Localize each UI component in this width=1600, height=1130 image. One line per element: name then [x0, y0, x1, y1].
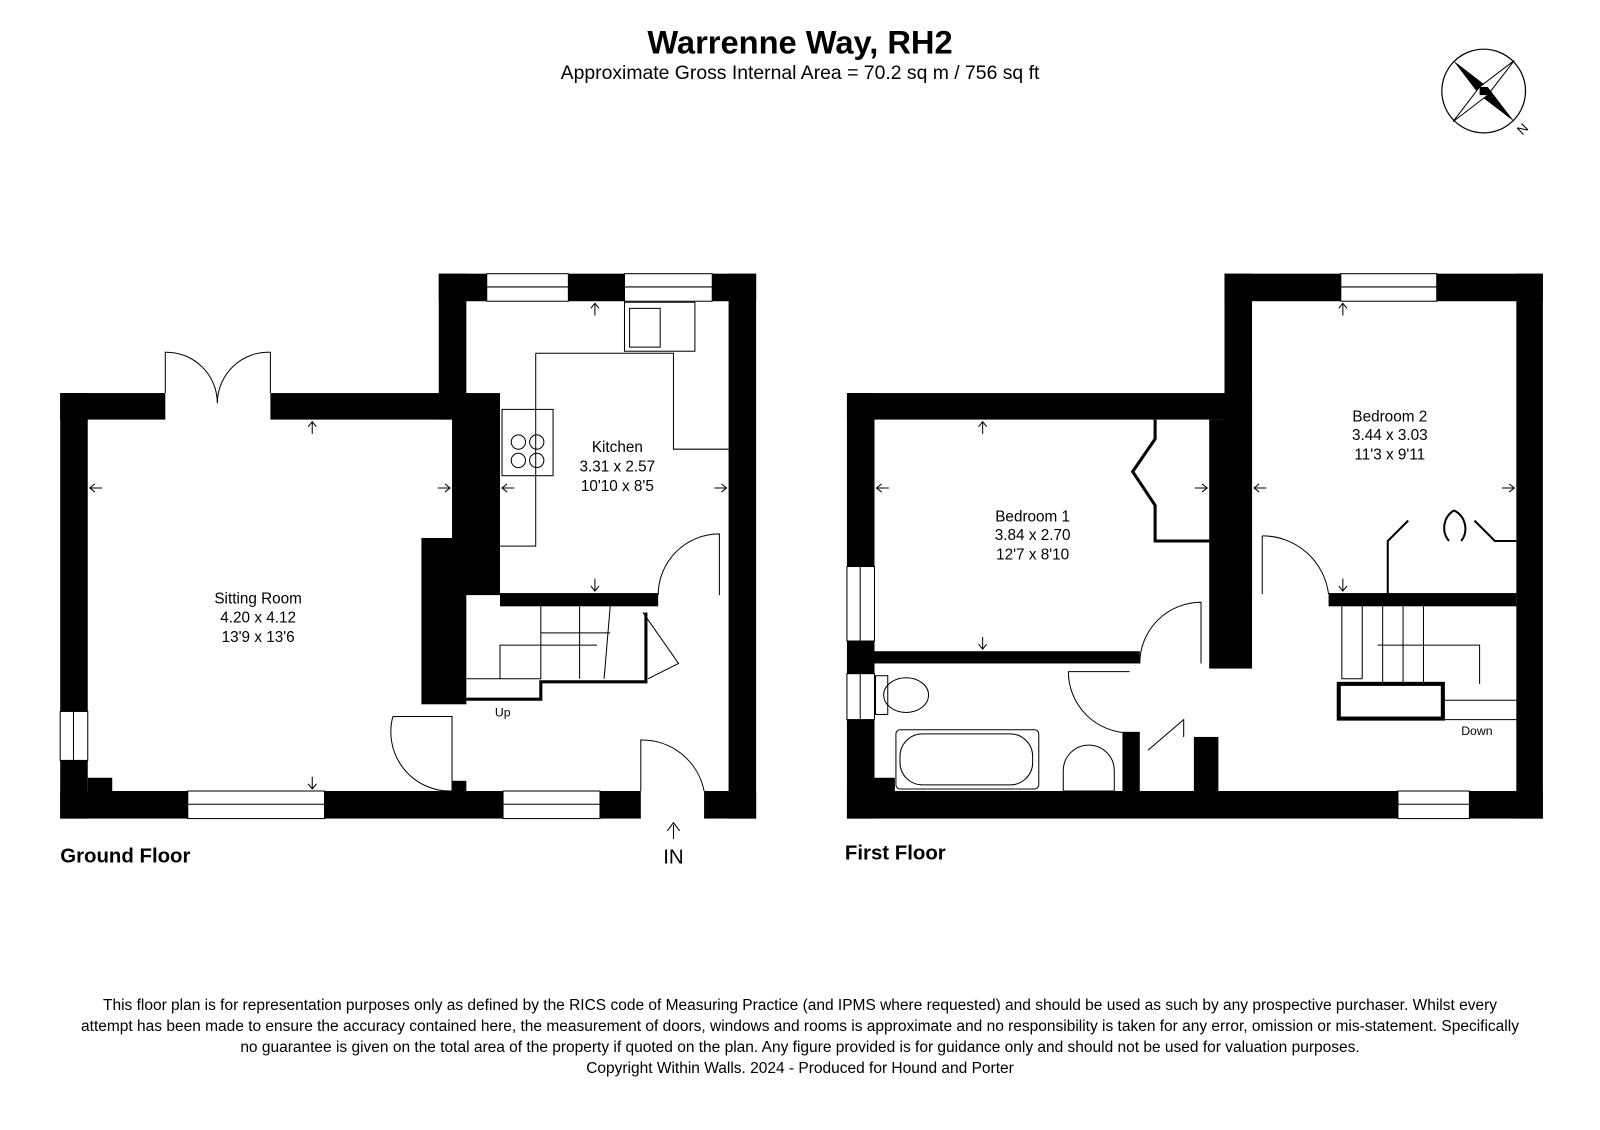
room-imperial-sitting-room: 13'9 x 13'6: [222, 629, 295, 646]
hob-icon: [501, 408, 554, 477]
room-metric-bedroom-1: 3.84 x 2.70: [995, 527, 1071, 544]
sitting-room-door: [390, 716, 453, 792]
basin-icon: [1062, 744, 1115, 792]
gross-area: Approximate Gross Internal Area = 70.2 s…: [561, 62, 1040, 84]
bedroom-1-door: [1139, 601, 1202, 664]
room-name-bedroom-1: Bedroom 1: [995, 509, 1070, 526]
first-floor-walls: [846, 273, 1543, 819]
kitchen-door: [657, 533, 720, 596]
first-floor-label: First Floor: [845, 842, 946, 864]
room-metric-kitchen: 3.31 x 2.57: [579, 459, 655, 476]
entrance-arrow-icon: [666, 821, 680, 839]
bedroom-2-door: [1261, 535, 1330, 595]
disclaimer: This floor plan is for representation pu…: [80, 995, 1520, 1079]
copyright: Copyright Within Walls. 2024 - Produced …: [586, 1060, 1014, 1077]
disclaimer-text: This floor plan is for representation pu…: [81, 997, 1519, 1056]
north-label: N: [1514, 120, 1531, 137]
room-name-sitting-room: Sitting Room: [214, 590, 302, 607]
stairs-up-label: Up: [495, 706, 511, 720]
entrance-label: IN: [663, 846, 683, 868]
first-floor-fixtures: [875, 419, 1517, 792]
sink-icon: [623, 301, 696, 352]
dimension-arrows: [88, 302, 1516, 790]
room-imperial-kitchen: 10'10 x 8'5: [581, 478, 654, 495]
ground-floor-label: Ground Floor: [60, 845, 190, 867]
french-doors: [164, 351, 271, 404]
room-imperial-bedroom-2: 11'3 x 9'11: [1354, 446, 1425, 463]
ground-floor-fixtures: [164, 301, 729, 839]
bath-icon: [895, 729, 1040, 790]
room-metric-sitting-room: 4.20 x 4.12: [220, 610, 296, 627]
plan-title: Warrenne Way, RH2: [647, 23, 952, 60]
stairs-down-label: Down: [1461, 724, 1492, 738]
room-metric-bedroom-2: 3.44 x 3.03: [1352, 427, 1428, 444]
kitchen-worktop: [500, 352, 729, 547]
ground-floor-walls: [60, 273, 757, 819]
first-floor-windows: [846, 273, 1470, 820]
room-name-bedroom-2: Bedroom 2: [1352, 409, 1427, 426]
front-door: [640, 739, 705, 792]
bathroom-door: [1067, 671, 1130, 734]
room-name-kitchen: Kitchen: [592, 439, 643, 456]
ground-floor-windows: [59, 273, 713, 820]
compass-rose-icon: N: [1441, 48, 1531, 138]
cupboard-door: [1147, 718, 1185, 751]
toilet-icon: [883, 677, 930, 713]
room-imperial-bedroom-1: 12'7 x 8'10: [996, 546, 1069, 563]
